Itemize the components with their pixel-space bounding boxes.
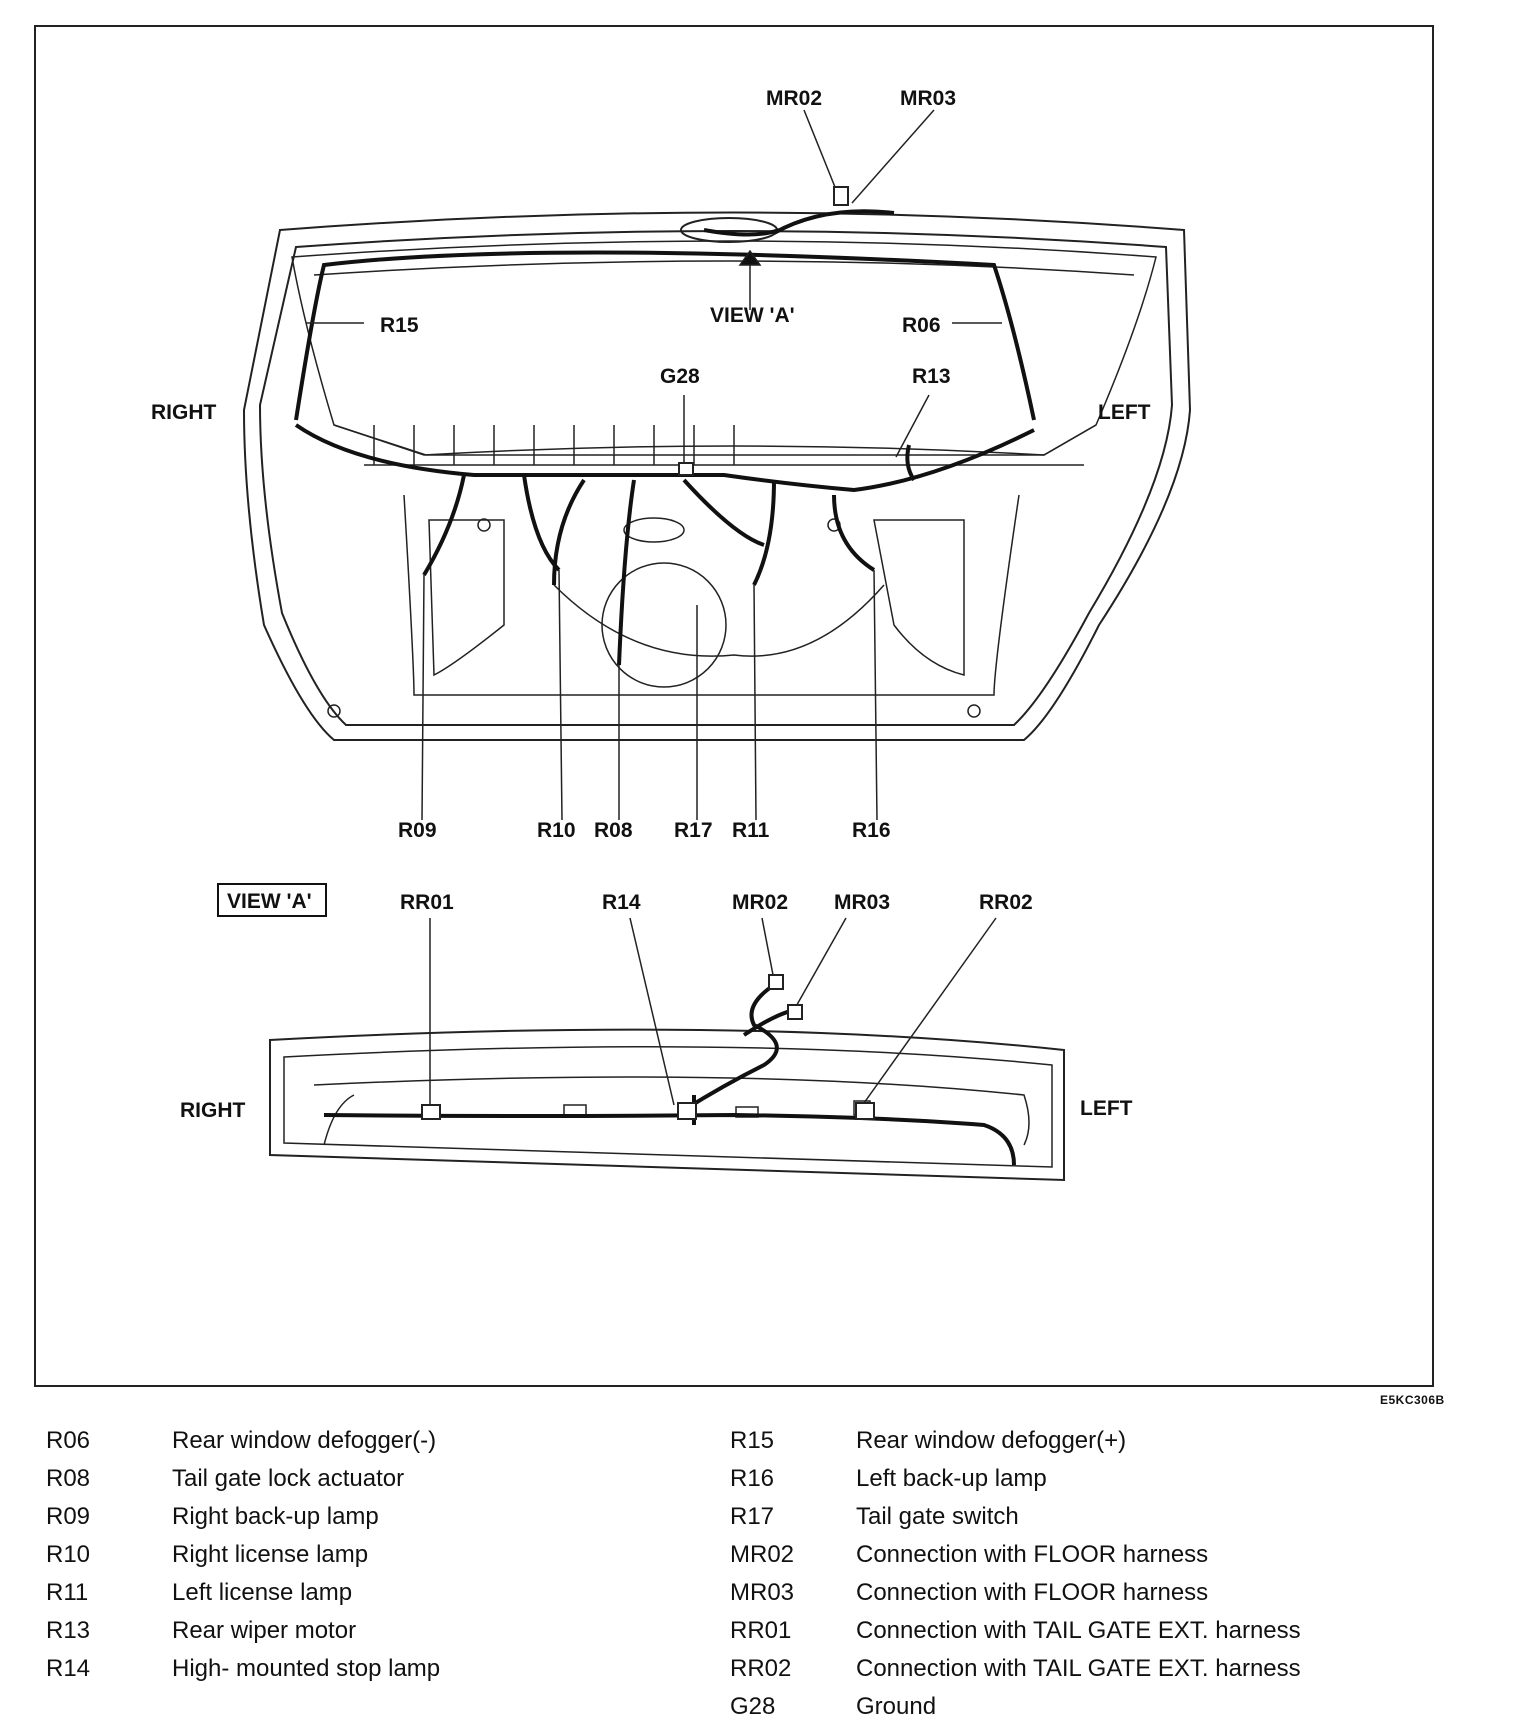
label-r11: R11 [732,819,770,842]
leader-lines [306,109,1002,1107]
legend-desc: Ground [856,1693,937,1720]
label-r13: R13 [912,365,951,388]
label-r08: R08 [594,819,633,842]
side-left-view-a: LEFT [1080,1097,1133,1120]
label-r17: R17 [674,819,713,842]
side-left-main: LEFT [1098,401,1151,424]
label-r15: R15 [380,314,419,337]
legend-code: R08 [46,1465,91,1492]
label-r10: R10 [537,819,576,842]
legend-desc: Right license lamp [172,1541,369,1568]
view-a-title: VIEW 'A' [227,890,312,913]
label-mr03-view-a: MR03 [834,891,890,914]
label-g28: G28 [660,365,700,388]
view-a-arrow-label: VIEW 'A' [710,304,795,327]
label-r09: R09 [398,819,437,842]
legend-desc: High- mounted stop lamp [172,1655,441,1682]
legend-row: RR02 Connection with TAIL GATE EXT. harne… [730,1650,1301,1688]
legend-desc: Tail gate switch [856,1503,1019,1530]
legend-row: RR01 Connection with TAIL GATE EXT. harne… [730,1612,1301,1650]
tailgate-outline [242,211,1192,741]
legend-desc: Tail gate lock actuator [172,1465,405,1492]
legend-code: G28 [730,1693,776,1720]
label-r14: R14 [602,891,641,914]
legend-row: R10 Right license lamp [46,1536,440,1574]
legend-desc: Left license lamp [172,1579,353,1606]
legend-right: R15 Rear window defogger(+) R16 Left back-… [730,1422,1301,1726]
legend-code: R13 [46,1617,91,1644]
legend-row: R13 Rear wiper motor [46,1612,440,1650]
legend-desc: Right back-up lamp [172,1503,379,1530]
legend-code: RR02 [730,1655,792,1682]
legend-left: R06 Rear window defogger(-) R08 Tail gate … [46,1422,440,1688]
connector-blocks [421,186,875,1120]
wiring-diagram: MR02 MR03 R15 R06 VIEW 'A' G28 R13 RIGHT… [151,87,1192,1182]
legend-row: R09 Right back-up lamp [46,1498,440,1536]
legend-desc: Rear window defogger(+) [856,1427,1127,1454]
legend-code: MR02 [730,1541,795,1568]
legend-code: RR01 [730,1617,792,1644]
legend-code: R06 [46,1427,91,1454]
legend-row: G28 Ground [730,1688,1301,1726]
legend-code: R16 [730,1465,775,1492]
legend-code: R10 [46,1541,91,1568]
label-r16: R16 [852,819,891,842]
legend-desc: Connection with TAIL GATE EXT. harness [856,1655,1301,1682]
wire-harness-main [294,209,1036,666]
legend-row: R06 Rear window defogger(-) [46,1422,440,1460]
label-mr03-main: MR03 [900,87,956,110]
label-rr01: RR01 [400,891,454,914]
legend-code: R11 [46,1579,89,1606]
legend-row: MR02 Connection with FLOOR harness [730,1536,1301,1574]
side-right-main: RIGHT [151,401,217,424]
legend-row: R15 Rear window defogger(+) [730,1422,1301,1460]
label-mr02-main: MR02 [766,87,822,110]
side-right-view-a: RIGHT [180,1099,246,1122]
label-rr02: RR02 [979,891,1033,914]
legend-code: R09 [46,1503,91,1530]
legend-row: MR03 Connection with FLOOR harness [730,1574,1301,1612]
legend-row: R17 Tail gate switch [730,1498,1301,1536]
label-r06: R06 [902,314,941,337]
legend-desc: Rear wiper motor [172,1617,357,1644]
legend-row: R11 Left license lamp [46,1574,440,1612]
label-mr02-view-a: MR02 [732,891,788,914]
legend-desc: Connection with FLOOR harness [856,1579,1209,1606]
legend-desc: Connection with TAIL GATE EXT. harness [856,1617,1301,1644]
legend-row: R14 High- mounted stop lamp [46,1650,440,1688]
legend-code: MR03 [730,1579,795,1606]
figure-code: E5KC306B [1380,1393,1445,1407]
legend-desc: Connection with FLOOR harness [856,1541,1209,1568]
view-a-outline [269,1028,1065,1182]
legend-row: R08 Tail gate lock actuator [46,1460,440,1498]
legend-row: R16 Left back-up lamp [730,1460,1301,1498]
legend-desc: Rear window defogger(-) [172,1427,437,1454]
wire-harness-view-a [323,983,1016,1166]
legend-code: R17 [730,1503,775,1530]
legend-code: R14 [46,1655,91,1682]
legend-code: R15 [730,1427,775,1454]
legend-desc: Left back-up lamp [856,1465,1047,1492]
